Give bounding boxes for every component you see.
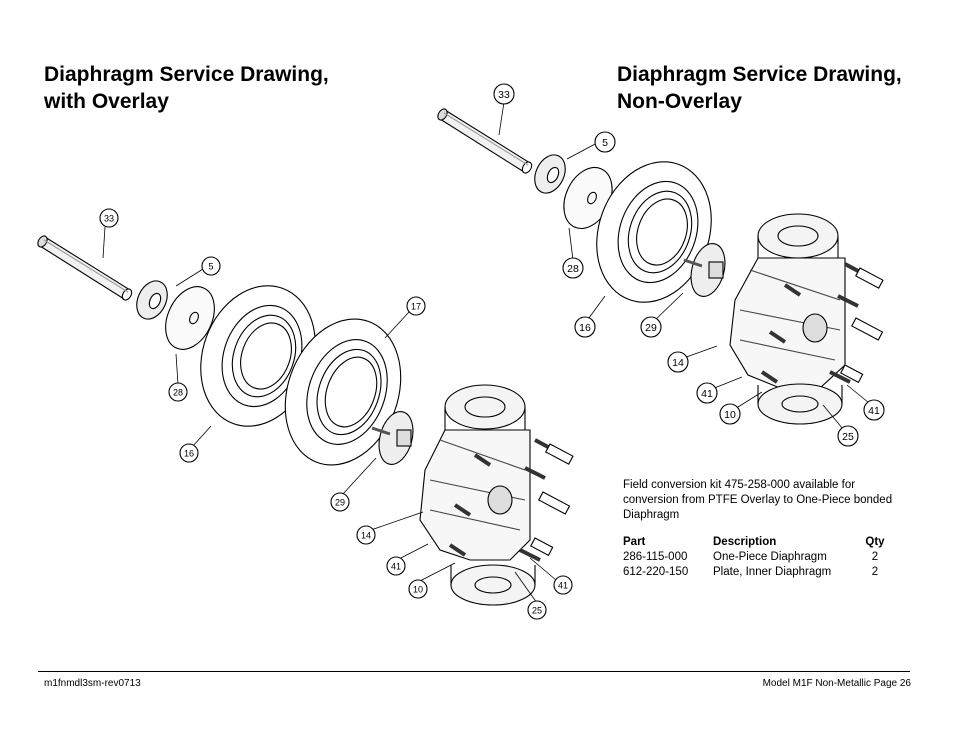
right-pump-body [729, 213, 884, 425]
left-title-line2: with Overlay [44, 90, 169, 113]
svg-text:10: 10 [413, 585, 423, 595]
callout-bubble: 33 [493, 83, 515, 105]
right-exploded-drawing [437, 108, 884, 425]
callout-bubble: 14 [356, 525, 376, 545]
callout-bubble: 16 [179, 443, 199, 463]
svg-text:28: 28 [173, 388, 183, 398]
callout-bubble: 16 [574, 316, 596, 338]
svg-text:41: 41 [391, 562, 401, 572]
svg-text:14: 14 [361, 531, 371, 541]
part-number: 286-115-000 [623, 551, 688, 563]
callout-bubble: 14 [667, 351, 689, 373]
column-header-qty: Qty [865, 536, 885, 548]
svg-text:16: 16 [184, 449, 194, 459]
left-outer-plate-part [165, 286, 215, 350]
callout-bubble: 28 [168, 382, 188, 402]
callout-bubble: 5 [201, 256, 221, 276]
right-drawing-title: Diaphragm Service Drawing, Non-Overlay [617, 61, 902, 115]
right-inner-plate-part [683, 243, 726, 297]
callout-bubble: 41 [386, 556, 406, 576]
callout-bubble: 5 [594, 131, 616, 153]
left-shaft-part [37, 235, 133, 301]
callout-bubble: 25 [837, 425, 859, 447]
right-title-line2: Non-Overlay [617, 90, 742, 113]
footer-document-id: m1fnmdl3sm-rev0713 [44, 678, 141, 689]
callout-bubble: 29 [330, 492, 350, 512]
footer-divider [38, 671, 910, 672]
left-title-line1: Diaphragm Service Drawing, [44, 63, 329, 86]
right-callouts: 33 5 28 16 29 14 41 10 41 25 [493, 83, 885, 447]
column-header-description: Description [713, 536, 777, 548]
parts-table: Part Description Qty 286-115-000 One-Pie… [623, 535, 895, 580]
callout-bubble: 41 [863, 399, 885, 421]
svg-text:33: 33 [498, 89, 510, 101]
right-spacer-part [534, 154, 566, 194]
part-qty: 2 [871, 566, 879, 578]
footer-page-label: Model M1F Non-Metallic Page 26 [762, 678, 911, 689]
svg-text:14: 14 [672, 357, 684, 369]
callout-bubble: 33 [99, 208, 119, 228]
right-title-line1: Diaphragm Service Drawing, [617, 63, 902, 86]
callout-bubble: 17 [406, 296, 426, 316]
svg-text:10: 10 [724, 409, 736, 421]
svg-text:28: 28 [567, 263, 579, 275]
left-callouts: 33 5 17 28 16 29 14 41 10 41 25 [99, 208, 573, 620]
part-qty: 2 [871, 551, 879, 563]
table-row: 612-220-150 Plate, Inner Diaphragm 2 [623, 565, 895, 580]
svg-text:33: 33 [104, 214, 114, 224]
callout-bubble: 28 [562, 257, 584, 279]
column-header-part: Part [623, 536, 646, 548]
callout-bubble: 29 [640, 316, 662, 338]
left-pump-body [419, 384, 574, 606]
callout-leaders [102, 101, 875, 604]
callout-bubble: 10 [408, 579, 428, 599]
callout-bubble: 25 [527, 600, 547, 620]
callout-bubble: 10 [719, 403, 741, 425]
left-exploded-drawing [37, 235, 574, 606]
left-spacer-part [136, 280, 168, 320]
table-row: 286-115-000 One-Piece Diaphragm 2 [623, 550, 895, 565]
svg-text:25: 25 [842, 431, 854, 443]
svg-text:16: 16 [579, 322, 591, 334]
part-description: One-Piece Diaphragm [713, 551, 827, 563]
left-drawing-title: Diaphragm Service Drawing, with Overlay [44, 61, 329, 115]
svg-text:25: 25 [532, 606, 542, 616]
svg-text:41: 41 [558, 581, 568, 591]
conversion-kit-note: Field conversion kit 475-258-000 availab… [623, 479, 893, 521]
left-inner-plate-part [371, 411, 414, 465]
svg-text:29: 29 [645, 322, 657, 334]
svg-text:5: 5 [208, 262, 213, 272]
svg-text:5: 5 [602, 137, 608, 149]
svg-text:41: 41 [868, 405, 880, 417]
part-description: Plate, Inner Diaphragm [713, 566, 832, 578]
right-shaft-part [437, 108, 533, 174]
callout-bubble: 41 [553, 575, 573, 595]
part-number: 612-220-150 [623, 566, 689, 578]
callout-bubble: 41 [696, 382, 718, 404]
svg-text:17: 17 [411, 302, 421, 312]
svg-text:41: 41 [701, 388, 713, 400]
svg-text:29: 29 [335, 498, 345, 508]
parts-table-header: Part Description Qty [623, 535, 895, 550]
